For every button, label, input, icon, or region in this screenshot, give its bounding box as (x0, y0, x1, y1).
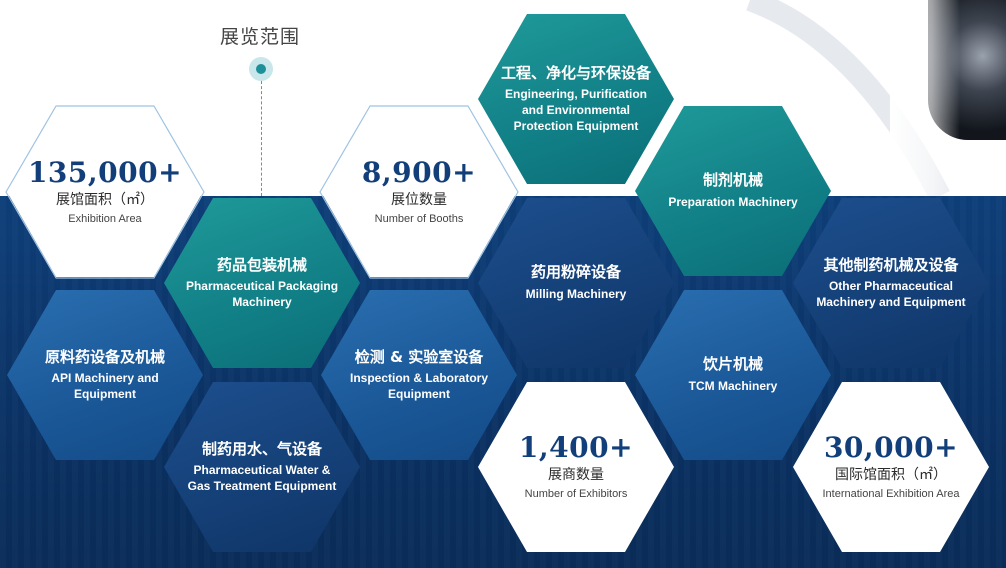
stat-label-zh: 展馆面积（㎡） (56, 192, 154, 209)
category-hex-api: 原料药设备及机械 API Machinery and Equipment (7, 290, 203, 460)
stat-value: 30,000+ (823, 430, 959, 464)
category-hex-preparation: 制剂机械 Preparation Machinery (635, 106, 831, 276)
category-label-en: API Machinery and Equipment (51, 371, 159, 401)
corner-photo-fade (890, 0, 960, 196)
category-label-zh: 制剂机械 (702, 171, 763, 190)
category-label-zh: 药用粉碎设备 (530, 263, 621, 282)
scope-title: 展览范围 (219, 26, 300, 48)
category-label-zh: 原料药设备及机械 (44, 347, 165, 366)
stat-label-zh: 国际馆面积（㎡） (835, 467, 947, 484)
category-label-zh: 检测 & 实验室设备 (354, 347, 484, 366)
stat-value: 135,000+ (27, 155, 183, 189)
category-label-en: Milling Machinery (525, 287, 627, 302)
stat-label-zh: 展商数量 (548, 467, 604, 484)
category-label-en: Preparation Machinery (668, 195, 798, 210)
stat-label-zh: 展位数量 (391, 192, 447, 209)
category-hex-tcm: 饮片机械 TCM Machinery (635, 290, 831, 460)
category-label-zh: 制药用水、气设备 (201, 439, 322, 458)
category-label-en: Engineering, Purification and Environmen… (504, 87, 647, 133)
stat-value: 1,400+ (518, 430, 634, 464)
stat-label-en: International Exhibition Area (822, 488, 960, 501)
category-label-zh: 工程、净化与环保设备 (500, 63, 651, 82)
category-label-en: Other Pharmaceutical Machinery and Equip… (816, 279, 966, 309)
category-label-en: Pharmaceutical Water & Gas Treatment Equ… (187, 463, 337, 493)
scope-dashed-connector (261, 81, 262, 196)
category-label-zh: 其他制药机械及设备 (823, 255, 959, 274)
scope-marker-dot-icon (249, 57, 273, 81)
category-label-zh: 药品包装机械 (216, 255, 307, 274)
category-hex-other: 其他制药机械及设备 Other Pharmaceutical Machinery… (793, 198, 989, 368)
category-label-zh: 饮片机械 (702, 355, 763, 374)
stat-label-en: Exhibition Area (68, 213, 142, 226)
stat-label-en: Number of Booths (374, 213, 464, 226)
category-hex-engineering: 工程、净化与环保设备 Engineering, Purification and… (478, 14, 674, 184)
stat-value: 8,900+ (361, 155, 477, 189)
stat-hex-international-area: 30,000+ 国际馆面积（㎡） International Exhibitio… (793, 382, 989, 552)
category-label-en: Inspection & Laboratory Equipment (349, 371, 489, 401)
stat-label-en: Number of Exhibitors (524, 488, 628, 501)
category-label-en: Pharmaceutical Packaging Machinery (185, 279, 339, 309)
category-label-en: TCM Machinery (688, 379, 778, 394)
